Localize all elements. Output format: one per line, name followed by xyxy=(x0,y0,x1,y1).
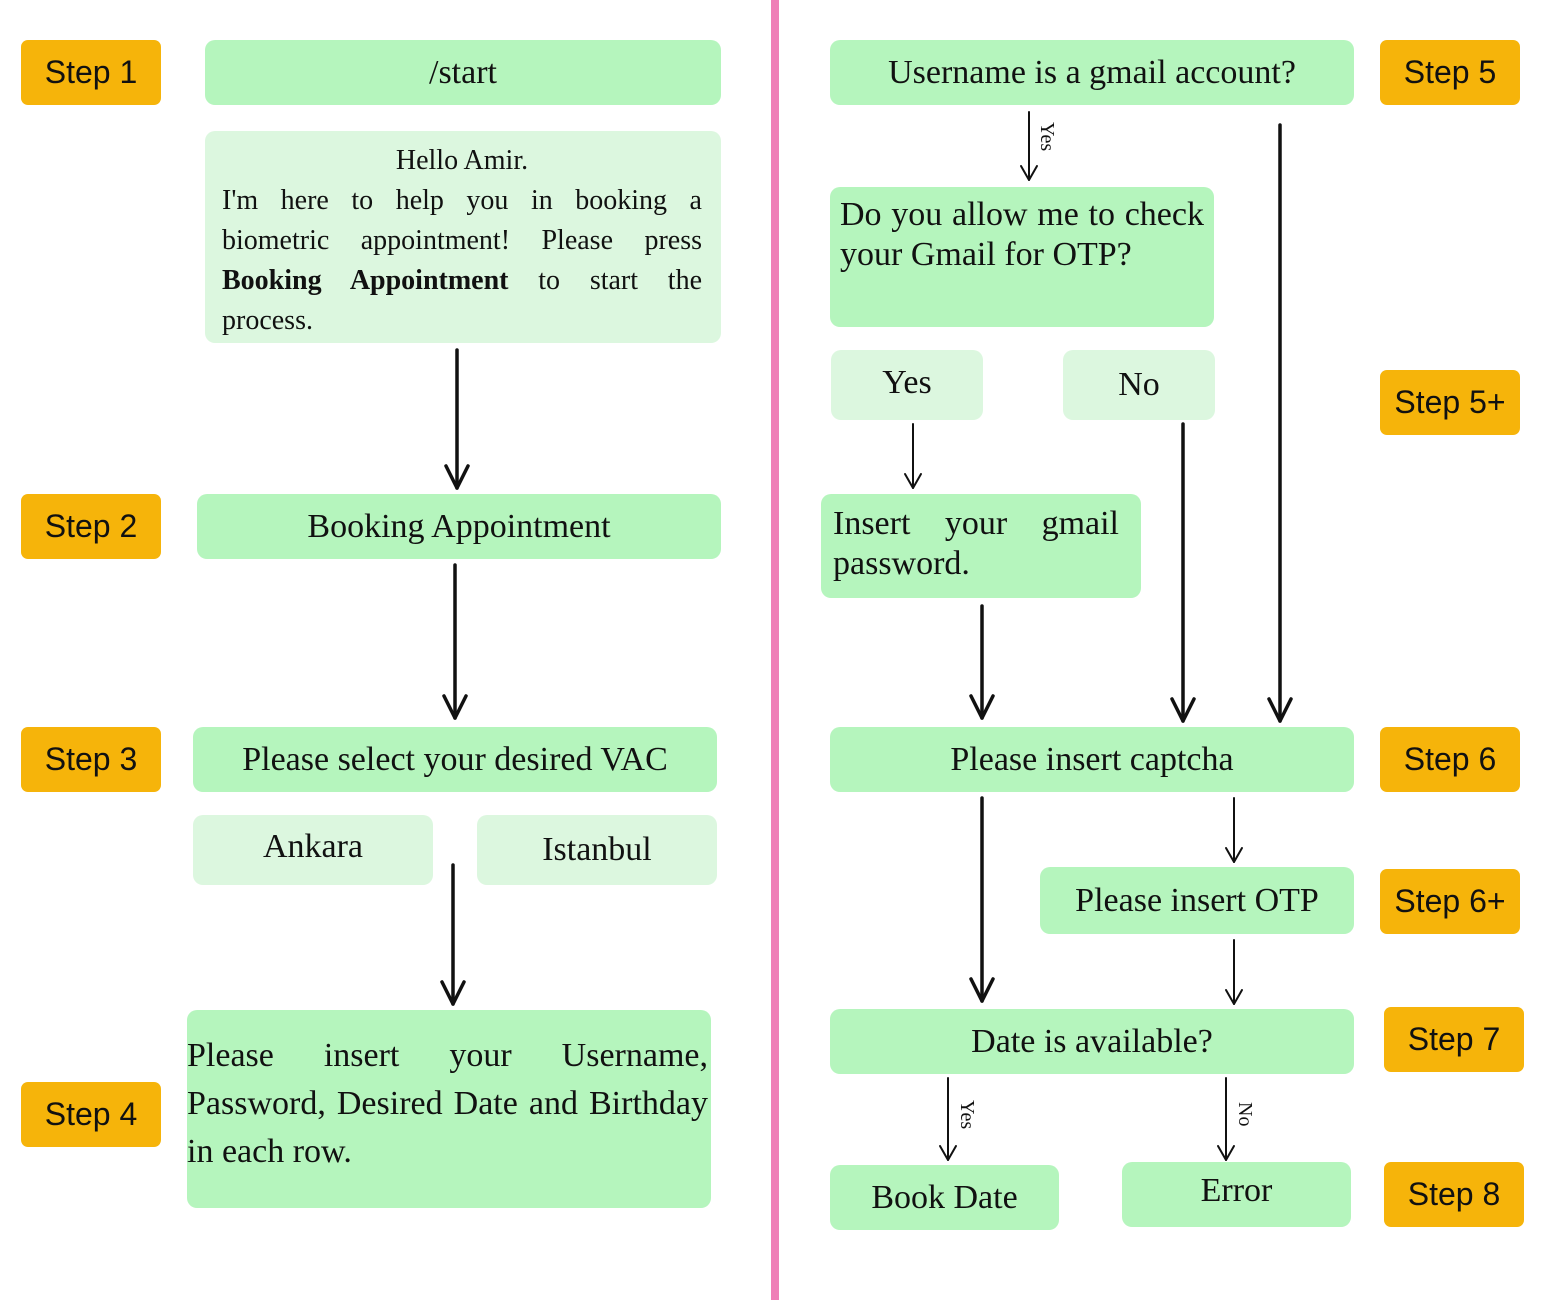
step-5-badge: Step 5 xyxy=(1380,40,1520,105)
panel-divider xyxy=(771,0,779,1300)
captcha-node: Please insert captcha xyxy=(830,727,1354,792)
arrow-captcha-to-date xyxy=(969,796,995,1003)
gmail-password-text: Insert your gmail password. xyxy=(833,505,1119,582)
edge-label-yes-date: Yes xyxy=(956,1100,978,1130)
intro-text-pre: I'm here to help you in booking a biomet… xyxy=(222,185,702,256)
arrow-captcha-to-otp xyxy=(1225,797,1243,863)
step-1-badge: Step 1 xyxy=(21,40,161,105)
arrow-date-yes-to-book xyxy=(939,1077,957,1161)
arrow-otp-to-date xyxy=(1225,939,1243,1005)
allow-gmail-question-text: Do you allow me to check your Gmail for … xyxy=(840,196,1204,273)
yes-option-node[interactable]: Yes xyxy=(831,350,983,420)
arrow-intro-to-booking xyxy=(444,348,470,490)
intro-text-post: to start the process. xyxy=(222,265,702,336)
gmail-question-node: Username is a gmail account? xyxy=(830,40,1354,105)
intro-body: I'm here to help you in booking a biomet… xyxy=(222,181,702,341)
step-6-plus-badge: Step 6+ xyxy=(1380,869,1520,934)
booking-appointment-node[interactable]: Booking Appointment xyxy=(197,494,721,559)
step-2-badge: Step 2 xyxy=(21,494,161,559)
arrow-password-to-captcha xyxy=(969,604,995,720)
ankara-option-node[interactable]: Ankara xyxy=(193,815,433,885)
arrow-no-to-captcha xyxy=(1170,422,1196,723)
edge-label-yes-gmail: Yes xyxy=(1036,122,1058,152)
insert-info-text: Please insert your Username, Password, D… xyxy=(187,1037,708,1170)
insert-info-node: Please insert your Username, Password, D… xyxy=(187,1010,711,1208)
arrow-yes-to-password xyxy=(904,423,922,489)
gmail-password-node: Insert your gmail password. xyxy=(821,494,1141,598)
step-8-badge: Step 8 xyxy=(1384,1162,1524,1227)
arrow-vac-to-insert-info xyxy=(440,863,466,1006)
intro-text-bold: Booking Appointment xyxy=(222,265,509,296)
select-vac-node: Please select your desired VAC xyxy=(193,727,717,792)
intro-message-node: Hello Amir. I'm here to help you in book… xyxy=(205,131,721,343)
no-option-node[interactable]: No xyxy=(1063,350,1215,420)
step-4-badge: Step 4 xyxy=(21,1082,161,1147)
arrow-date-no-to-error xyxy=(1217,1077,1235,1161)
book-date-node[interactable]: Book Date xyxy=(830,1165,1059,1230)
intro-greeting: Hello Amir. xyxy=(395,145,529,176)
step-3-badge: Step 3 xyxy=(21,727,161,792)
error-node: Error xyxy=(1122,1162,1351,1227)
arrow-booking-to-vac xyxy=(442,563,468,720)
date-available-question-node: Date is available? xyxy=(830,1009,1354,1074)
start-command-node[interactable]: /start xyxy=(205,40,721,105)
otp-node: Please insert OTP xyxy=(1040,867,1354,934)
step-7-badge: Step 7 xyxy=(1384,1007,1524,1072)
edge-label-no-date: No xyxy=(1234,1102,1256,1127)
allow-gmail-question-node: Do you allow me to check your Gmail for … xyxy=(830,187,1214,327)
arrow-gmail-no-to-captcha xyxy=(1267,123,1293,723)
istanbul-option-node[interactable]: Istanbul xyxy=(477,815,717,885)
step-5-plus-badge: Step 5+ xyxy=(1380,370,1520,435)
step-6-badge: Step 6 xyxy=(1380,727,1520,792)
